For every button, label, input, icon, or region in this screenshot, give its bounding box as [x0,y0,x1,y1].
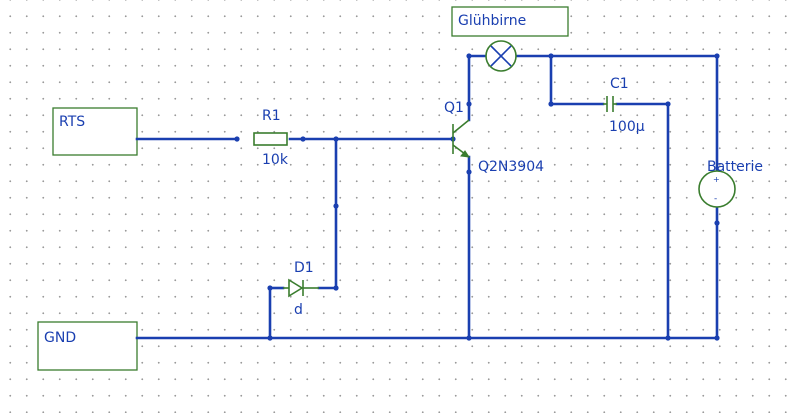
r1-ref: R1 [262,108,281,124]
q1-value: Q2N3904 [478,159,544,175]
transistor-q1[interactable]: Q1 Q2N3904 [444,100,544,175]
battery-ref: Batterie [707,159,763,175]
lamp[interactable] [485,40,517,72]
junction-node[interactable] [714,335,720,341]
resistor-r1[interactable]: R1 10k [253,108,289,168]
port-gnd[interactable]: GND [37,321,138,371]
port-rts[interactable]: RTS [52,107,138,156]
port-lamp-label: Glühbirne [458,13,526,29]
junction-node[interactable] [466,335,472,341]
transistor-emitter-arrow [460,150,471,158]
port-rts-label: RTS [59,114,85,130]
junction-node[interactable] [333,136,339,142]
junction-node[interactable] [548,53,554,59]
junction-node[interactable] [300,136,306,142]
c1-value: 100µ [609,119,645,135]
junction-node[interactable] [714,53,720,59]
port-gnd-label: GND [44,330,76,346]
port-lamp[interactable]: Glühbirne [451,6,569,37]
battery[interactable]: + - Batterie [698,159,763,208]
junction-node[interactable] [333,203,339,209]
r1-value: 10k [262,152,289,168]
junction-node[interactable] [665,335,671,341]
d1-value: d [294,302,303,318]
junction-node[interactable] [665,101,671,107]
junction-node[interactable] [267,335,273,341]
junction-node[interactable] [466,101,472,107]
battery-circle [698,170,736,208]
junction-node[interactable] [466,169,472,175]
junction-node[interactable] [466,53,472,59]
battery-plus: + [713,175,720,184]
junctions [234,53,720,341]
d1-ref: D1 [294,260,314,276]
junction-node[interactable] [267,285,273,291]
wires [135,54,719,340]
resistor-symbol [253,132,288,146]
junction-node[interactable] [548,101,554,107]
junction-node[interactable] [333,285,339,291]
junction-node[interactable] [234,136,240,142]
c1-ref: C1 [610,76,629,92]
q1-ref: Q1 [444,100,464,116]
battery-minus: - [714,194,717,204]
transistor-collector-lead [452,119,470,134]
junction-node[interactable] [714,220,720,226]
diode-triangle [288,278,304,298]
lamp-cross [490,45,512,67]
capacitor-c1[interactable]: C1 100µ [603,76,645,135]
diode-d1[interactable]: D1 d [283,260,319,318]
